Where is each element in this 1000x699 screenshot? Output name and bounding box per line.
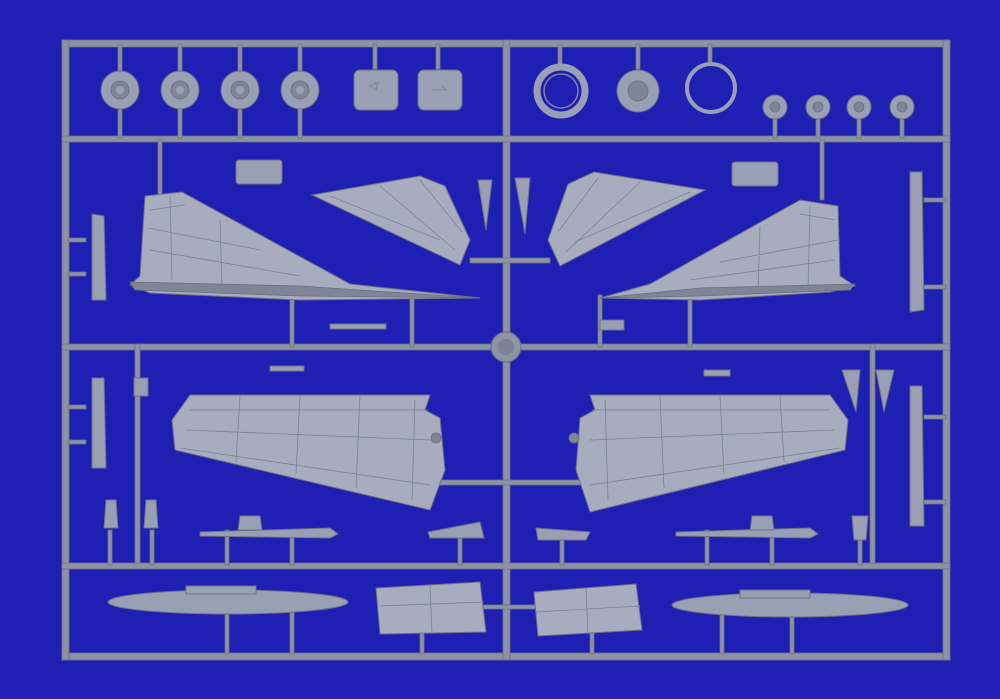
wheel-part	[100, 70, 140, 110]
gate-stub	[372, 43, 378, 70]
stabilizer-left	[310, 175, 471, 266]
gate-stub	[923, 414, 947, 420]
gate-stub	[67, 237, 87, 243]
gate-stub	[177, 107, 183, 139]
exhaust-ring-parts	[533, 62, 737, 119]
antenna-part	[514, 177, 531, 235]
rod-part	[329, 323, 387, 330]
wing-right	[568, 394, 849, 513]
missile-part	[675, 527, 819, 539]
strut-part	[851, 515, 869, 541]
frame-inner-right-vertical	[869, 343, 876, 564]
missile-part	[199, 527, 339, 539]
gate-stub	[923, 284, 947, 290]
landing-gear-wheels	[100, 70, 320, 110]
nose-wheels	[762, 94, 915, 120]
strut-part	[103, 499, 119, 529]
drop-tank-parts	[107, 585, 909, 618]
small-detail-parts-middle	[91, 369, 925, 527]
gate-stub	[819, 139, 825, 201]
gate-stub	[117, 107, 123, 139]
frame-cross-bar-1	[61, 135, 951, 143]
gate-stub	[923, 499, 947, 505]
gate-stub	[67, 271, 87, 277]
gate-stub	[289, 611, 295, 655]
frame-center-link	[417, 479, 591, 486]
wing-left	[171, 394, 446, 511]
long-strip-part	[909, 171, 925, 313]
small-clip-part	[599, 319, 625, 331]
gate-stub	[815, 117, 821, 139]
gate-stub	[923, 197, 947, 203]
small-bracket-part	[133, 377, 149, 397]
stabilizer-right	[547, 171, 707, 267]
gate-stub	[117, 43, 123, 75]
fin-part	[841, 369, 861, 413]
vertical-tail-left	[129, 191, 481, 301]
strut-part	[143, 499, 159, 529]
gate-stub	[707, 43, 713, 63]
gate-stub	[237, 43, 243, 75]
nozzle-ring-part	[533, 63, 589, 119]
long-strip-part	[91, 377, 107, 469]
gate-stub	[67, 404, 87, 410]
vertical-tail-right	[599, 199, 857, 301]
intake-panel-parts	[375, 581, 643, 637]
sprue-center-hub-inner	[498, 339, 514, 355]
frame-inner-left-vertical	[134, 343, 141, 564]
gate-stub	[177, 43, 183, 75]
gate-stub	[719, 611, 725, 655]
wheel-part	[160, 70, 200, 110]
long-strip-part	[909, 385, 925, 527]
small-detail-parts-upper	[91, 159, 925, 377]
frame-cross-bar-3	[61, 562, 951, 570]
rod-part	[703, 369, 731, 377]
sprue-frame	[61, 39, 951, 661]
gate-stub	[224, 611, 230, 655]
small-bracket-part	[731, 161, 779, 187]
gate-stub	[687, 294, 693, 348]
gate-stub	[237, 107, 243, 139]
gate-stub	[224, 529, 230, 566]
thin-ring-part	[685, 62, 737, 114]
gate-stub	[67, 439, 87, 445]
gate-stub	[899, 117, 905, 139]
small-bracket-part	[235, 159, 283, 185]
gate-stub	[635, 43, 641, 70]
wheel-part	[220, 70, 260, 110]
gate-stub	[704, 529, 710, 566]
gate-stub	[409, 294, 415, 348]
gate-stub	[479, 604, 541, 610]
gate-stub	[435, 43, 441, 70]
gate-stub	[772, 117, 778, 139]
gate-stub	[856, 117, 862, 139]
fin-part	[875, 369, 895, 413]
antenna-part	[477, 179, 493, 231]
gate-stub	[789, 611, 795, 655]
small-fin-part	[427, 521, 485, 539]
intake-drum-parts	[353, 69, 463, 111]
gate-stub	[157, 139, 163, 201]
frame-upper-center-link	[469, 257, 551, 264]
missile-parts	[103, 499, 869, 541]
long-strip-part	[91, 213, 107, 301]
gate-stub	[289, 294, 295, 348]
rod-part	[269, 365, 305, 372]
gate-stub	[107, 529, 113, 566]
gate-stub	[149, 529, 155, 566]
wheel-part	[280, 70, 320, 110]
gate-stub	[297, 107, 303, 139]
intake-panel-right	[533, 583, 643, 637]
gate-stub	[297, 43, 303, 75]
small-fin-part	[535, 527, 591, 541]
